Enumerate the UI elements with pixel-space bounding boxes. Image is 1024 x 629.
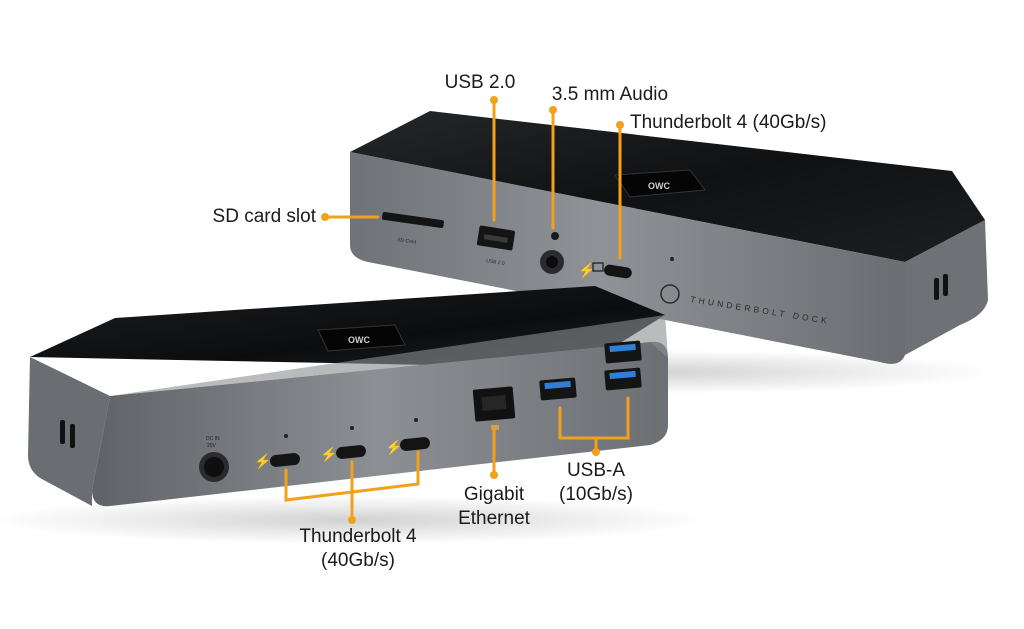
callout-dot-sd — [321, 213, 329, 221]
lock-slot-rear-2 — [943, 274, 948, 296]
front-dock: OWC DC IN 20V ⚡ ⚡ ⚡ — [28, 286, 668, 507]
callout-dot-audio — [549, 106, 557, 114]
callout-dot-usb2 — [490, 96, 498, 104]
lock-slot-front-2 — [70, 424, 75, 448]
power-port-marking-2: 20V — [207, 443, 217, 449]
front-dock-edge — [110, 315, 668, 396]
owl-logo-badge-front — [317, 324, 406, 352]
callout-tb-front-1: Thunderbolt 4 — [299, 526, 417, 547]
callout-tb-front-2: (40Gb/s) — [321, 550, 395, 571]
thunderbolt-icon-1: ⚡ — [254, 453, 271, 470]
front-dock-end — [28, 357, 110, 506]
thunderbolt4-front-port-2 — [336, 445, 366, 459]
callout-dot-ethernet — [490, 471, 498, 479]
thunderbolt4-front-port-3 — [400, 437, 430, 451]
usb-a-port-1-tongue — [544, 380, 571, 390]
callout-dots — [321, 96, 624, 524]
callout-usb2: USB 2.0 — [444, 72, 516, 93]
thunderbolt4-rear-port — [604, 264, 632, 279]
usb2-port-marking: USB 2.0 — [486, 258, 506, 267]
owl-logo-icon-front: OWC — [348, 335, 370, 345]
owl-logo-icon-rear: OWC — [648, 181, 670, 191]
audio-jack — [546, 256, 558, 268]
usb-a-port-3 — [604, 367, 642, 391]
usb2-port-tongue — [483, 234, 509, 243]
callout-dot-usba — [592, 448, 600, 456]
lock-slot-rear — [934, 278, 939, 300]
thunderbolt-icon-3: ⚡ — [385, 439, 402, 456]
usb-a-port-1 — [539, 377, 577, 401]
callout-bracket-usba — [558, 396, 630, 440]
callout-audio: 3.5 mm Audio — [551, 84, 669, 105]
callout-usba-1: USB-A — [566, 460, 626, 481]
back-dock: OWC SD Card USB 2.0 ⚡ Thunderbolt Dock — [350, 111, 988, 364]
sd-card-slot — [382, 211, 444, 229]
callout-ethernet-2: Ethernet — [458, 508, 530, 529]
status-led-rear — [670, 257, 674, 261]
thunderbolt-icon-rear: ⚡ — [578, 262, 595, 279]
usb-a-port-3-tongue — [609, 370, 636, 380]
sd-port-marking: SD Card — [397, 237, 417, 246]
callout-dot-tb-front — [348, 516, 356, 524]
thunderbolt-icon-2: ⚡ — [320, 446, 337, 463]
ethernet-port-contacts — [481, 394, 507, 412]
laptop-icon — [592, 262, 604, 272]
back-dock-face — [350, 152, 905, 364]
thunderbolt4-front-port-1 — [270, 453, 300, 467]
power-port-marking-1: DC IN — [206, 436, 220, 442]
headphone-icon — [551, 232, 559, 240]
callout-sd: SD card slot — [212, 206, 316, 227]
owl-logo-badge-rear — [614, 169, 706, 198]
dc-in-port — [204, 457, 224, 477]
callout-dot-tb-rear — [616, 121, 624, 129]
callout-usba-2: (10Gb/s) — [559, 484, 633, 505]
status-led-2 — [350, 426, 354, 430]
status-led-3 — [414, 418, 418, 422]
callout-ethernet-1: Gigabit — [463, 484, 525, 505]
usb-a-port-2-tongue — [609, 343, 636, 353]
callout-tb-rear: Thunderbolt 4 (40Gb/s) — [630, 112, 827, 133]
front-dock-face — [92, 341, 668, 507]
status-led-1 — [284, 434, 288, 438]
lock-slot-front — [60, 420, 65, 444]
owl-logo-icon-side — [660, 284, 680, 304]
usb-a-port-2 — [604, 340, 642, 364]
